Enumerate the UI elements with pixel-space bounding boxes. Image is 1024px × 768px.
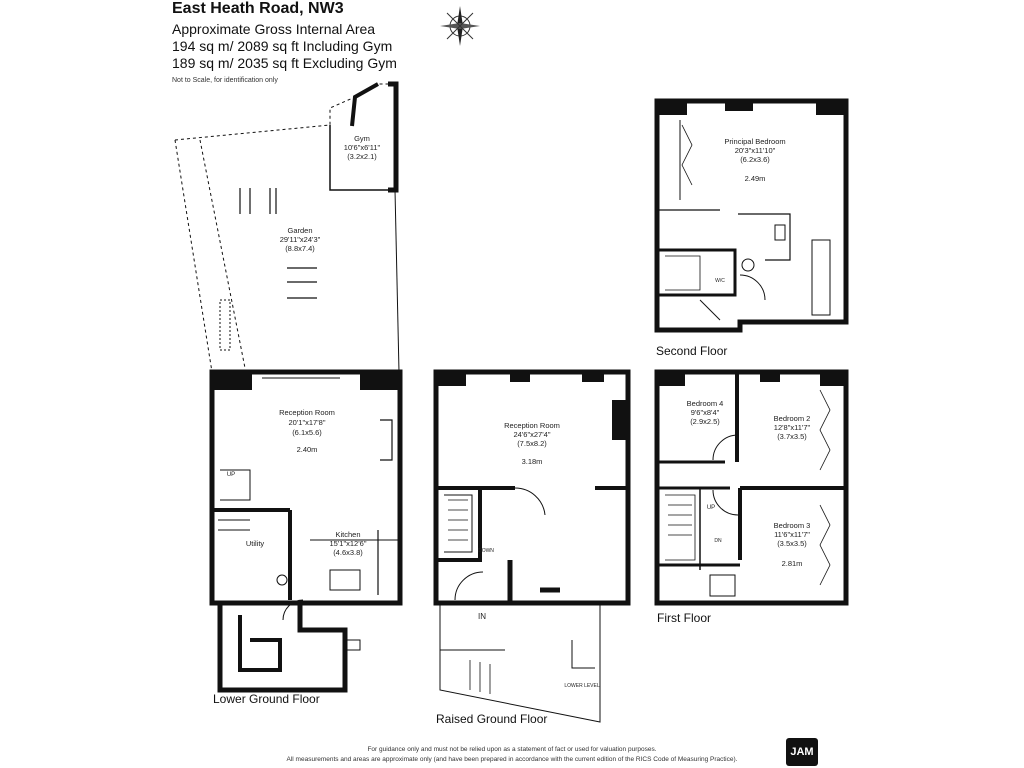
room-labels: Gym 10'6"x6'11" (3.2x2.1) Garden 29'11"x…: [246, 134, 811, 568]
garden-metric: (8.8x7.4): [285, 244, 315, 253]
first-floor-label: First Floor: [657, 611, 711, 625]
first-floor-plan: [654, 369, 849, 606]
utility-name: Utility: [246, 539, 265, 548]
principal-bedroom-metric: (6.2x3.6): [740, 155, 770, 164]
compass-icon: [440, 6, 480, 46]
bedroom4-imperial: 9'6"x8'4": [691, 408, 720, 417]
up-label-lower: UP: [227, 472, 235, 478]
raised-ground-floor-plan: [433, 369, 631, 723]
bedroom3-metric: (3.5x3.5): [777, 539, 807, 548]
lower-reception-metric: (6.1x5.6): [292, 428, 322, 437]
plan-title: East Heath Road, NW3: [172, 0, 344, 17]
jam-logo: JAM: [786, 738, 818, 766]
area-excluding-gym: 189 sq m/ 2035 sq ft Excluding Gym: [172, 55, 397, 71]
bedroom2-imperial: 12'8"x11'7": [774, 423, 811, 432]
disclaimer-line-1: For guidance only and must not be relied…: [367, 746, 657, 753]
raised-ground-floor-label: Raised Ground Floor: [436, 712, 547, 726]
kitchen-name: Kitchen: [335, 530, 360, 539]
raised-reception-height: 3.18m: [522, 457, 543, 466]
lower-reception-imperial: 20'1"x17'8": [289, 418, 326, 427]
bedroom3-name: Bedroom 3: [774, 521, 811, 530]
principal-bedroom-imperial: 20'3"x11'10": [735, 146, 776, 155]
bedroom3-imperial: 11'6"x11'7": [774, 530, 810, 539]
bedroom2-name: Bedroom 2: [774, 414, 811, 423]
principal-bedroom-height: 2.49m: [745, 174, 766, 183]
lower-level-label: LOWER LEVEL: [564, 683, 600, 689]
gym-metric: (3.2x2.1): [347, 152, 377, 161]
bedroom4-metric: (2.9x2.5): [690, 417, 720, 426]
second-floor-label: Second Floor: [656, 344, 727, 358]
raised-reception-imperial: 24'6"x27'4": [514, 430, 551, 439]
gym-imperial: 10'6"x6'11": [344, 143, 381, 152]
scale-note: Not to Scale, for identification only: [172, 77, 278, 84]
bedroom3-height: 2.81m: [782, 559, 803, 568]
gym-name: Gym: [354, 134, 370, 143]
second-floor-plan: [654, 98, 849, 333]
dn-label-first: DN: [714, 538, 722, 544]
garden-imperial: 29'11"x24'3": [280, 235, 321, 244]
lower-ground-floor-label: Lower Ground Floor: [213, 692, 320, 706]
bedroom4-name: Bedroom 4: [687, 399, 724, 408]
lower-reception-height: 2.40m: [297, 445, 318, 454]
down-label-raised: DOWN: [478, 548, 494, 554]
raised-reception-name: Reception Room: [504, 421, 560, 430]
small-labels: UP IN DOWN LOWER LEVEL UP DN W/C: [227, 278, 725, 689]
bedroom2-metric: (3.7x3.5): [777, 432, 807, 441]
kitchen-metric: (4.6x3.8): [333, 548, 363, 557]
area-including-gym: 194 sq m/ 2089 sq ft Including Gym: [172, 38, 393, 54]
principal-bedroom-name: Principal Bedroom: [724, 137, 785, 146]
lower-reception-name: Reception Room: [279, 408, 335, 417]
lower-ground-floor-plan: [174, 81, 403, 693]
garden-name: Garden: [287, 226, 312, 235]
area-label: Approximate Gross Internal Area: [172, 21, 376, 37]
kitchen-imperial: 15'1"x12'6": [330, 539, 367, 548]
wc-label-second: W/C: [715, 278, 725, 284]
disclaimer-line-2: All measurements and areas are approxima…: [286, 756, 738, 763]
in-label: IN: [478, 612, 486, 621]
raised-reception-metric: (7.5x8.2): [517, 439, 547, 448]
up-label-first: UP: [707, 505, 715, 511]
